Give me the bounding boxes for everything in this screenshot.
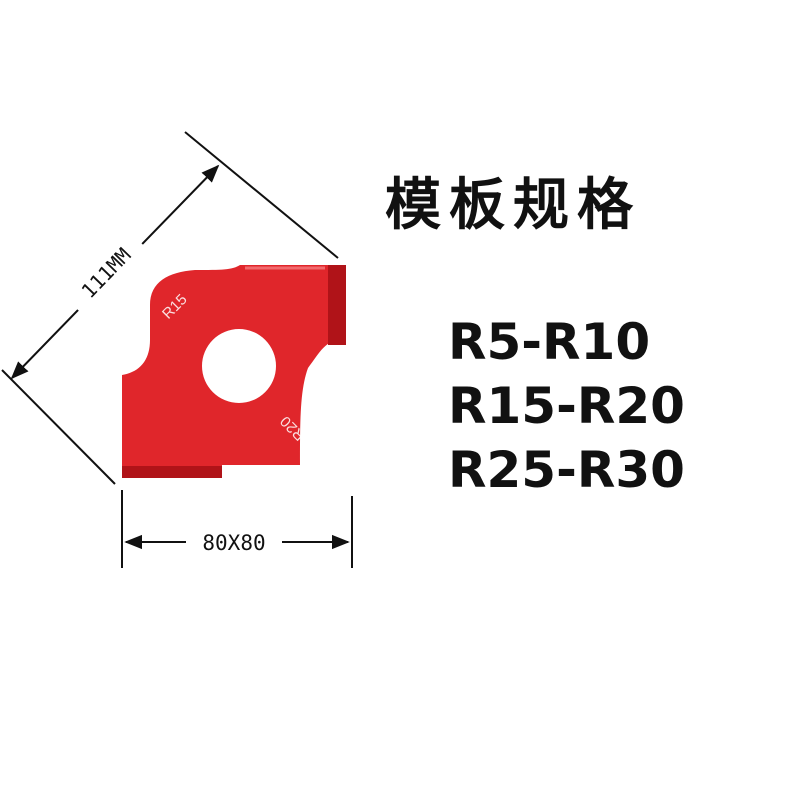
router-template-plate: R15 R20 — [122, 265, 346, 478]
spec-item: R5-R10 — [448, 313, 651, 371]
width-label: 80X80 — [202, 531, 265, 555]
plate-fence-bottom — [122, 466, 222, 478]
spec-item: R25-R30 — [448, 441, 685, 499]
spec-heading: 模板规格 — [385, 173, 641, 238]
diagonal-extension-top — [184, 131, 339, 259]
diagonal-label-bg — [66, 232, 146, 314]
spec-list: R5-R10 R15-R20 R25-R30 — [448, 310, 685, 502]
width-dimension: 80X80 — [121, 490, 353, 568]
plate-fence-right — [328, 265, 346, 345]
spec-item: R15-R20 — [448, 377, 685, 435]
diagonal-extension-bottom — [1, 369, 116, 485]
diagonal-label: 111MM — [76, 243, 135, 303]
plate-body — [122, 265, 345, 478]
width-label-bg — [186, 530, 282, 554]
